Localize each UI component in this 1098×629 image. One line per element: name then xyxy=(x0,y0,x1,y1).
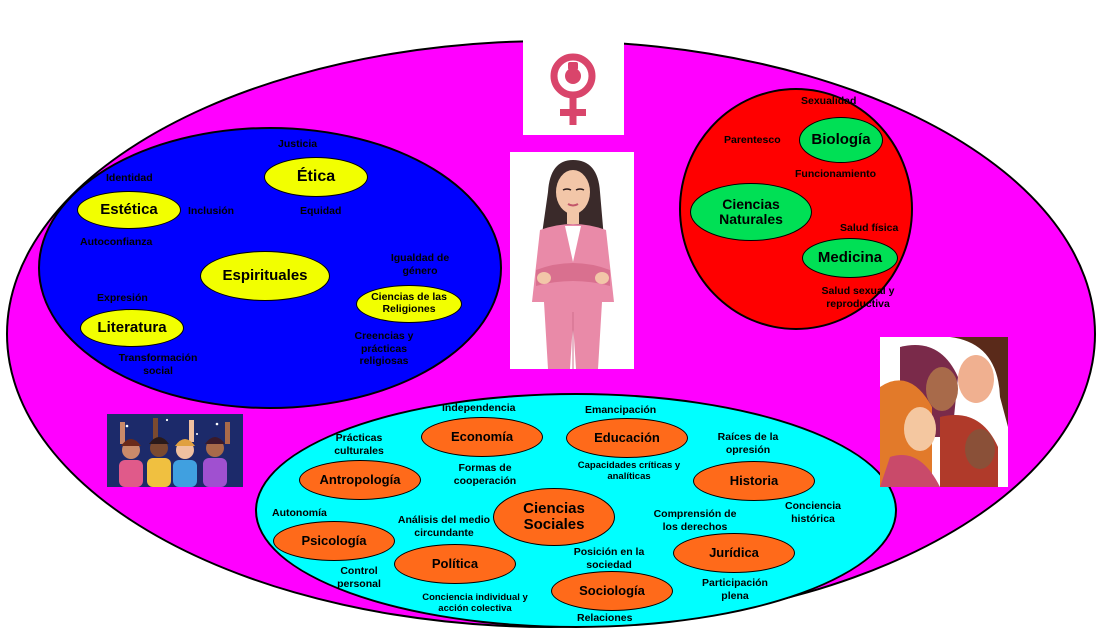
label-equidad: Equidad xyxy=(300,205,342,217)
feminist-symbol-icon xyxy=(523,38,624,135)
label-funcionamiento: Funcionamiento xyxy=(795,168,877,180)
node-psicologia: Psicología xyxy=(273,521,395,561)
label-expresion: Expresión xyxy=(97,292,148,304)
label-relaciones: Relaciones xyxy=(577,612,633,624)
label-sexualidad: Sexualidad xyxy=(801,95,857,107)
label-control: Control personal xyxy=(337,565,381,590)
label-identidad: Identidad xyxy=(106,172,153,184)
node-sociologia: Sociología xyxy=(551,571,673,611)
woman-in-pink-suit-illustration xyxy=(510,152,634,369)
node-biologia: Biología xyxy=(799,117,883,163)
node-literatura: Literatura xyxy=(80,309,184,347)
label-emancipacion: Emancipación xyxy=(585,404,657,416)
node-ciencias-naturales: Ciencias Naturales xyxy=(690,183,812,241)
label-practicas: Prácticas culturales xyxy=(334,432,384,457)
label-capacidades: Capacidades críticas y analíticas xyxy=(577,460,681,483)
label-creencias: Creencias y prácticas religiosas xyxy=(354,330,414,368)
label-justicia: Justicia xyxy=(278,138,318,150)
label-participacion: Participación plena xyxy=(702,577,768,602)
node-historia: Historia xyxy=(693,461,815,501)
label-posicion: Posición en la sociedad xyxy=(573,546,645,571)
node-educacion: Educación xyxy=(566,418,688,458)
label-igualdad: Igualdad de género xyxy=(390,252,450,277)
node-ciencias-sociales: Ciencias Sociales xyxy=(493,488,615,546)
node-espirituales: Espirituales xyxy=(200,251,330,301)
node-juridica: Jurídica xyxy=(673,533,795,573)
label-independencia: Independencia xyxy=(442,402,516,414)
women-profiles-illustration xyxy=(880,337,1008,487)
label-salud-fisica: Salud física xyxy=(840,222,899,234)
label-parentesco: Parentesco xyxy=(724,134,781,146)
node-estetica: Estética xyxy=(77,191,181,229)
node-medicina: Medicina xyxy=(802,238,898,278)
node-antropologia: Antropología xyxy=(299,460,421,500)
label-formas: Formas de cooperación xyxy=(453,462,517,487)
label-autoconfianza: Autoconfianza xyxy=(80,236,153,248)
node-economia: Economía xyxy=(421,417,543,457)
label-raices: Raíces de la opresión xyxy=(717,431,779,456)
label-inclusion: Inclusión xyxy=(188,205,235,217)
label-conciencia-colectiva: Conciencia individual y acción colectiva xyxy=(422,592,528,615)
label-conciencia-historica: Conciencia histórica xyxy=(784,500,842,525)
label-comprension: Comprensión de los derechos xyxy=(653,508,737,533)
label-transformacion: Transformación social xyxy=(118,352,198,377)
node-religiones: Ciencias de las Religiones xyxy=(356,285,462,323)
label-analisis: Análisis del medio circundante xyxy=(397,514,491,539)
node-etica: Ética xyxy=(264,157,368,197)
label-autonomia: Autonomía xyxy=(272,507,327,519)
node-politica: Política xyxy=(394,544,516,584)
label-salud-sexual: Salud sexual y reproductiva xyxy=(821,285,895,310)
women-group-illustration xyxy=(107,414,243,487)
